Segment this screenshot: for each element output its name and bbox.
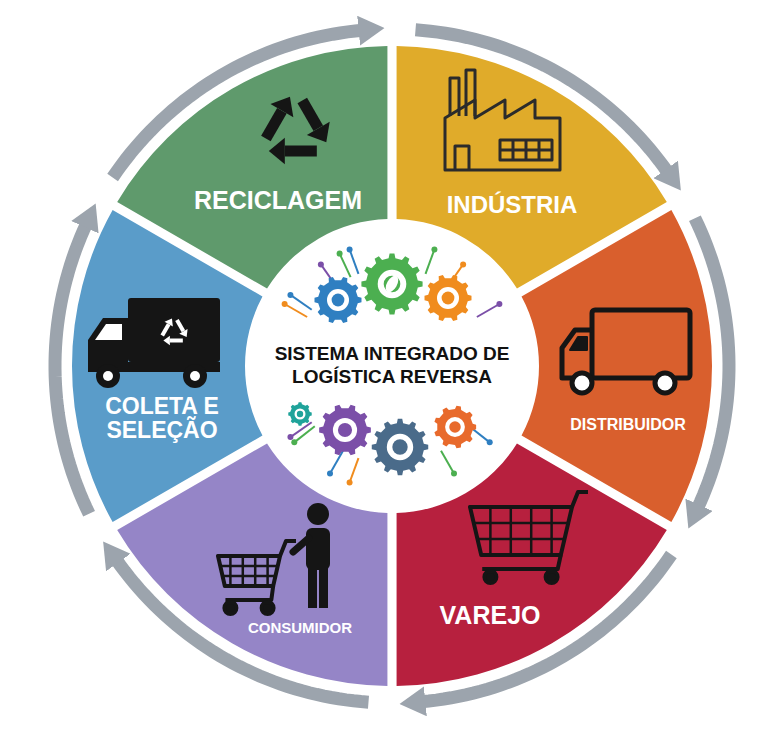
sector-label: DISTRIBUIDOR (570, 417, 686, 434)
label-slot: VAREJO (440, 602, 541, 628)
person-icon (293, 503, 330, 608)
recycle-stroke (177, 320, 183, 331)
recycle-head (307, 122, 330, 142)
label-slot: RECICLAGEM (194, 187, 362, 213)
cycle-sector: CONSUMIDOR (112, 437, 395, 688)
sector-shape (112, 437, 395, 688)
garbage-truck-icon (88, 298, 220, 388)
cart-icon (470, 492, 588, 583)
recycle-head (163, 336, 169, 346)
recycle-stroke (170, 339, 183, 343)
recycle-stroke (302, 101, 318, 129)
hub-title: SISTEMA INTEGRADO DE LOGÍSTICA REVERSA (261, 341, 523, 391)
truck-icon (562, 310, 690, 393)
sector-wedge (117, 443, 387, 686)
sector-label: INDÚSTRIA (447, 192, 578, 217)
sector-shape (390, 437, 672, 688)
factory-icon (445, 70, 560, 170)
recycle-symbol (266, 97, 330, 164)
sector-label: RECICLAGEM (194, 187, 362, 213)
recycle-stroke (266, 111, 282, 139)
recycle-head (165, 319, 173, 327)
hub-disc (254, 228, 530, 504)
cart-icon (218, 541, 296, 614)
recycle-stroke (285, 146, 317, 157)
sector-label: CONSUMIDOR (248, 620, 352, 636)
sector-label: VAREJO (440, 602, 541, 628)
label-slot: COLETA E SELEÇÃO (87, 394, 237, 442)
recycle-head (179, 329, 187, 337)
recycle-head (270, 97, 293, 117)
sector-wedge (397, 443, 667, 686)
recycle-stroke (162, 324, 168, 335)
label-slot: INDÚSTRIA (447, 192, 578, 217)
label-slot: CONSUMIDOR (248, 620, 352, 636)
sector-label: COLETA E SELEÇÃO (87, 394, 237, 442)
cycle-sector: VAREJO (390, 437, 672, 688)
label-slot: SISTEMA INTEGRADO DE LOGÍSTICA REVERSA (261, 341, 523, 391)
label-slot: DISTRIBUIDOR (570, 417, 686, 434)
hub-circle: SISTEMA INTEGRADO DE LOGÍSTICA REVERSA (254, 228, 530, 504)
recycle-head (269, 138, 285, 164)
